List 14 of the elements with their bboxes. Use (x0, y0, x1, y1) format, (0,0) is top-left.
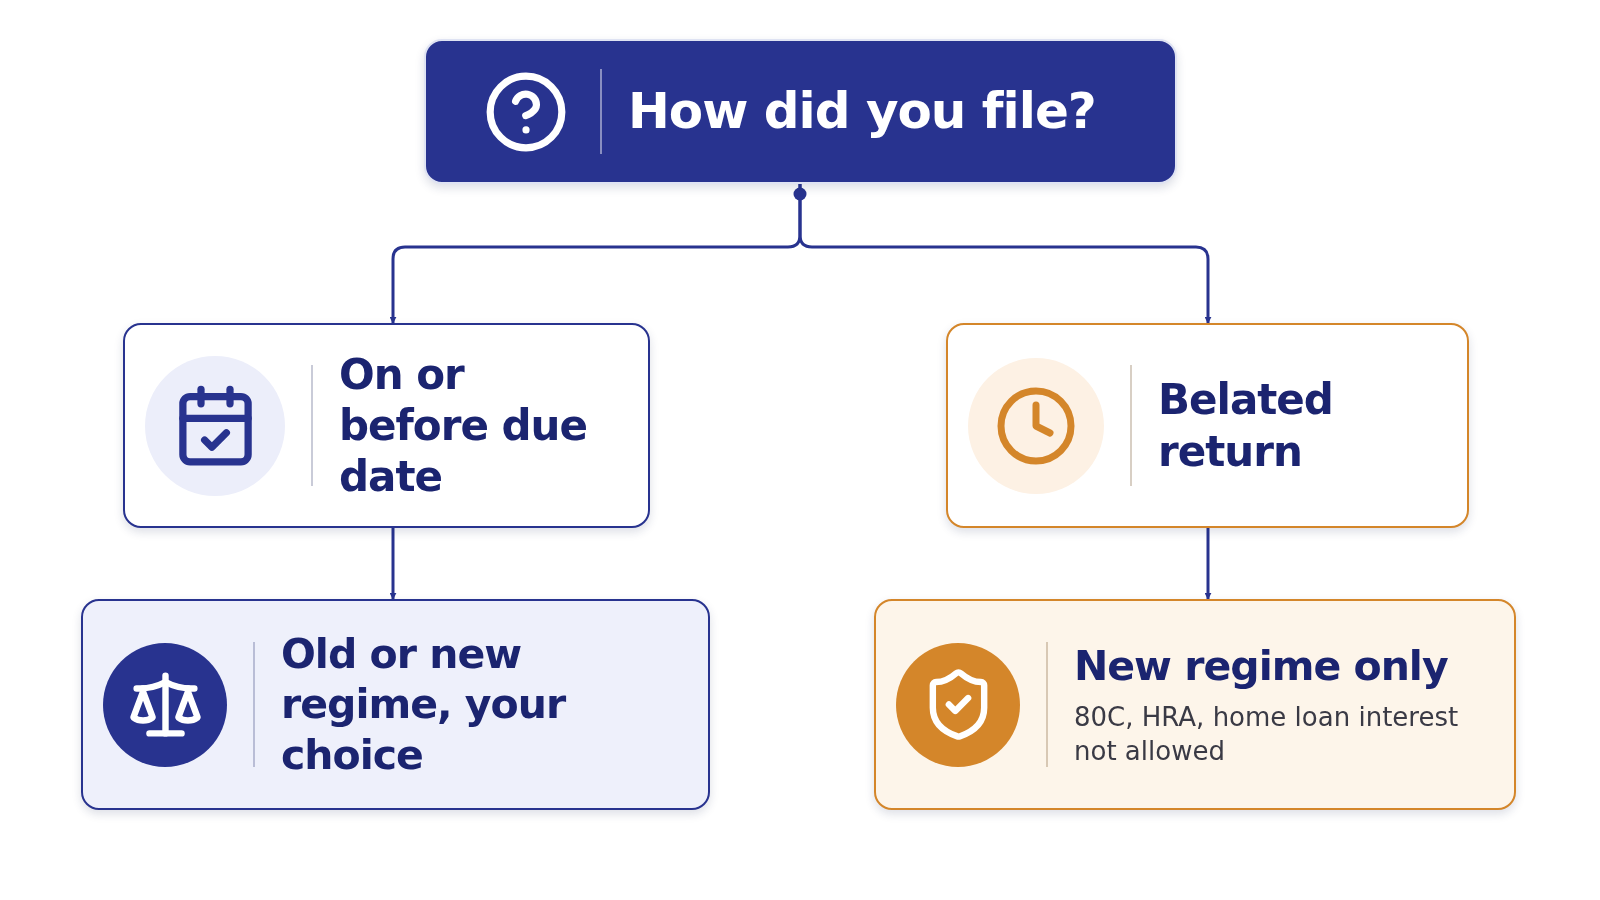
node-title: Belated return (1158, 374, 1334, 477)
outcome-box (946, 323, 1469, 528)
arrow (389, 528, 397, 600)
outcome-box (874, 599, 1516, 810)
question-box (424, 39, 1177, 184)
node-title: New regime only (1074, 640, 1449, 691)
outcome-box (123, 323, 650, 528)
node-title: On or before due date (339, 348, 588, 503)
node-title: How did you file? (628, 81, 1096, 142)
arrow (1204, 528, 1212, 600)
node-title: Old or new regime, your choice (281, 629, 567, 780)
outcome-box (81, 599, 710, 810)
arrow (798, 184, 1212, 324)
node-note: 80C, HRA, home loan interest not allowed (1074, 700, 1460, 768)
